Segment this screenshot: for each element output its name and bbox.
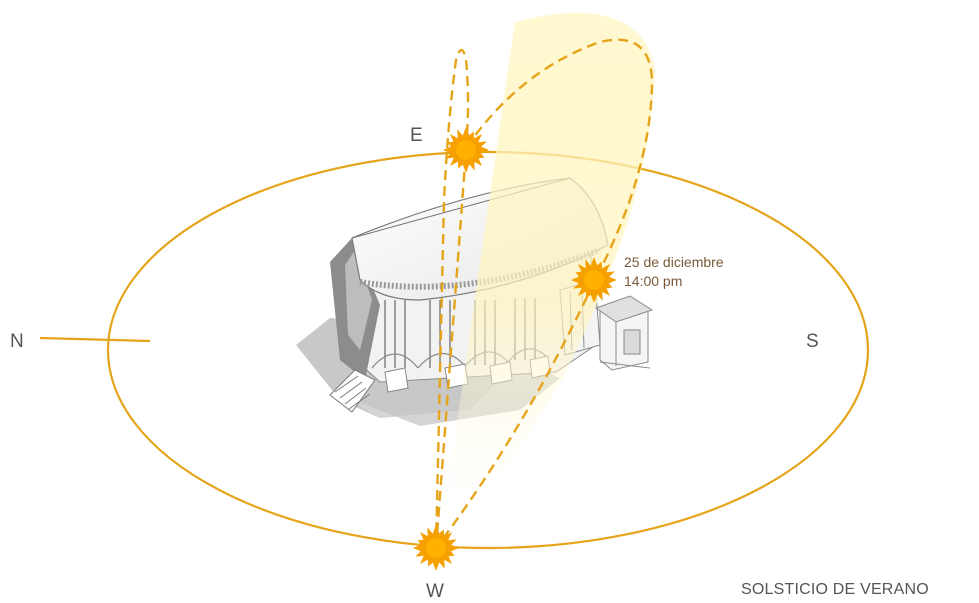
sun-glow-band: [440, 12, 655, 541]
sun-current-icon: [571, 257, 617, 303]
horizon-ellipse: [106, 150, 870, 550]
sun-time-label: 14:00 pm: [624, 273, 682, 289]
north-axis-line: [39, 336, 151, 343]
diagram-caption: SOLSTICIO DE VERANO: [741, 581, 929, 598]
sun-west-icon: [413, 525, 459, 571]
sun-date-label: 25 de diciembre: [624, 254, 724, 270]
summer-sun-path: [435, 38, 654, 549]
compass-north-label: N: [10, 331, 24, 352]
sun-east-icon: [443, 127, 489, 173]
compass-east-label: E: [410, 125, 423, 146]
compass-south-label: S: [806, 331, 819, 352]
compass-west-label: W: [426, 581, 444, 602]
